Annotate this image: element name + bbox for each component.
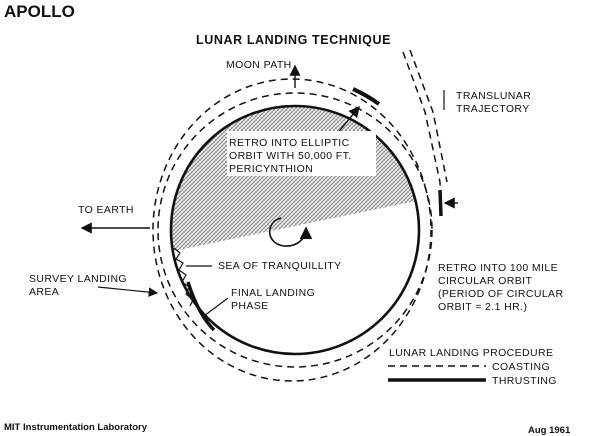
moon-path-label: MOON PATH (226, 59, 292, 71)
elliptic-label-box (227, 131, 376, 176)
translunar-trajectory-path-2 (409, 49, 448, 183)
survey-landing-area-outline (173, 247, 194, 307)
elliptic-retro-arrow-icon (335, 105, 360, 136)
page-title: LUNAR LANDING TECHNIQUE (196, 33, 391, 47)
program-title: APOLLO (4, 2, 75, 21)
final-phase-leader (203, 297, 229, 317)
legend-coasting-label: COASTING (492, 361, 550, 373)
footer-lab: MIT Instrumentation Laboratory (4, 422, 148, 433)
moon (169, 104, 421, 356)
footer-date: Aug 1961 (528, 425, 571, 436)
retro-elliptic-label-line1: RETRO INTO ELLIPTIC (229, 137, 350, 149)
retro-circular-label-line2: CIRCULAR ORBIT (438, 275, 532, 287)
translunar-label-line2: TRAJECTORY (456, 103, 530, 115)
circular-orbit-path (157, 92, 433, 368)
legend-thrusting-label: THRUSTING (492, 375, 557, 387)
thrust-segment-top (352, 87, 381, 106)
retro-elliptic-label-line2: ORBIT WITH 50,000 FT. (229, 150, 352, 162)
thrust-segment-landing (186, 281, 216, 332)
retro-circular-label-line4: ORBIT = 2.1 HR.) (438, 301, 527, 313)
retro-circular-label-line3: (PERIOD OF CIRCULAR (438, 288, 563, 300)
thrust-segment-retro (438, 189, 443, 217)
elliptic-orbit-path (152, 78, 432, 382)
sea-of-tranquillity-label: SEA OF TRANQUILLITY (218, 260, 342, 272)
survey-area-arrow-icon (97, 286, 159, 297)
moon-outline (169, 104, 421, 356)
survey-landing-label-line1: SURVEY LANDING (29, 273, 127, 285)
final-landing-label-line1: FINAL LANDING (231, 287, 315, 299)
translunar-label-line1: TRANSLUNAR (456, 90, 531, 102)
retro-elliptic-label-line3: PERICYNTHION (229, 163, 313, 175)
survey-landing-label-line2: AREA (29, 286, 59, 298)
retro-circular-label-line1: RETRO INTO 100 MILE (438, 262, 558, 274)
legend-title: LUNAR LANDING PROCEDURE (389, 347, 553, 359)
to-earth-label: TO EARTH (78, 204, 134, 216)
moon-rotation-arrow-icon (268, 217, 313, 247)
legend: LUNAR LANDING PROCEDURE COASTING THRUSTI… (388, 347, 557, 387)
final-landing-label-line2: PHASE (231, 300, 269, 312)
